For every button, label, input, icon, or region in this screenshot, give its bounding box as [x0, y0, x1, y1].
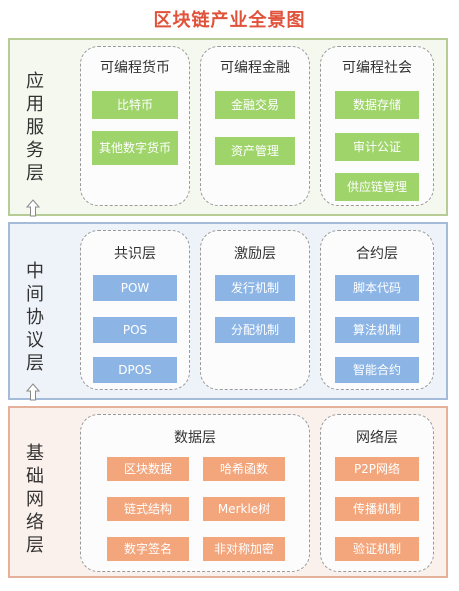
layer-base-network: 基础网络层 数据层 区块数据 哈希函数 链式结构 Merkle树 数字签名 非对…	[8, 406, 448, 578]
chip-item: DPOS	[93, 357, 177, 383]
layer-middle-protocol: 中间协议层 共识层 POW POS DPOS 激励层 发行机制 分配机制 合约层…	[8, 222, 448, 400]
chip-item: P2P网络	[335, 457, 419, 481]
chip-item: 传播机制	[335, 497, 419, 521]
chip-item: 验证机制	[335, 537, 419, 561]
up-arrow-icon	[26, 383, 40, 401]
chip-item: 供应链管理	[335, 173, 419, 201]
group-title: 可编程金融	[220, 60, 290, 76]
diagram-title: 区块链产业全景图	[153, 10, 306, 31]
group-title: 数据层	[174, 430, 216, 446]
group-programmable-currency: 可编程货币 比特币 其他数字货币	[80, 46, 190, 206]
chip-item: 非对称加密	[203, 537, 285, 561]
chip-item: 发行机制	[215, 275, 295, 301]
chip-item: 分配机制	[215, 317, 295, 343]
layer-name-network: 基础网络层	[26, 443, 44, 556]
group-title: 可编程社会	[342, 60, 412, 76]
group-incentive: 激励层 发行机制 分配机制	[200, 230, 310, 390]
layer-application-service: 应用服务层 可编程货币 比特币 其他数字货币 可编程金融 金融交易 资产管理 可…	[8, 38, 448, 216]
group-data-layer: 数据层 区块数据 哈希函数 链式结构 Merkle树 数字签名 非对称加密	[80, 414, 310, 572]
layer-name-protocol: 中间协议层	[26, 261, 44, 374]
chip-item: Merkle树	[203, 497, 285, 521]
group-title: 可编程货币	[100, 60, 170, 76]
chip-item: POS	[93, 317, 177, 343]
chip-item: 链式结构	[107, 497, 189, 521]
group-consensus: 共识层 POW POS DPOS	[80, 230, 190, 390]
chip-item: 金融交易	[215, 91, 295, 119]
group-title: 共识层	[114, 246, 156, 262]
chip-item: 区块数据	[107, 457, 189, 481]
chip-item: 算法机制	[335, 317, 419, 343]
chip-item: 审计公证	[335, 133, 419, 161]
chip-item: 比特币	[92, 91, 178, 119]
up-arrow-icon	[26, 199, 40, 217]
group-title: 合约层	[356, 246, 398, 262]
chip-item: 哈希函数	[203, 457, 285, 481]
chip-item: POW	[93, 275, 177, 301]
group-title: 激励层	[234, 246, 276, 262]
layer-name-application: 应用服务层	[26, 71, 44, 184]
chip-item: 数据存储	[335, 91, 419, 119]
group-programmable-finance: 可编程金融 金融交易 资产管理	[200, 46, 310, 206]
group-network-layer: 网络层 P2P网络 传播机制 验证机制	[320, 414, 434, 572]
group-programmable-society: 可编程社会 数据存储 审计公证 供应链管理	[320, 46, 434, 206]
chip-item: 资产管理	[215, 137, 295, 165]
chip-item: 其他数字货币	[92, 131, 178, 165]
group-title: 网络层	[356, 430, 398, 446]
chip-item: 脚本代码	[335, 275, 419, 301]
group-contract: 合约层 脚本代码 算法机制 智能合约	[320, 230, 434, 390]
chip-item: 数字签名	[107, 537, 189, 561]
chip-item: 智能合约	[335, 357, 419, 383]
